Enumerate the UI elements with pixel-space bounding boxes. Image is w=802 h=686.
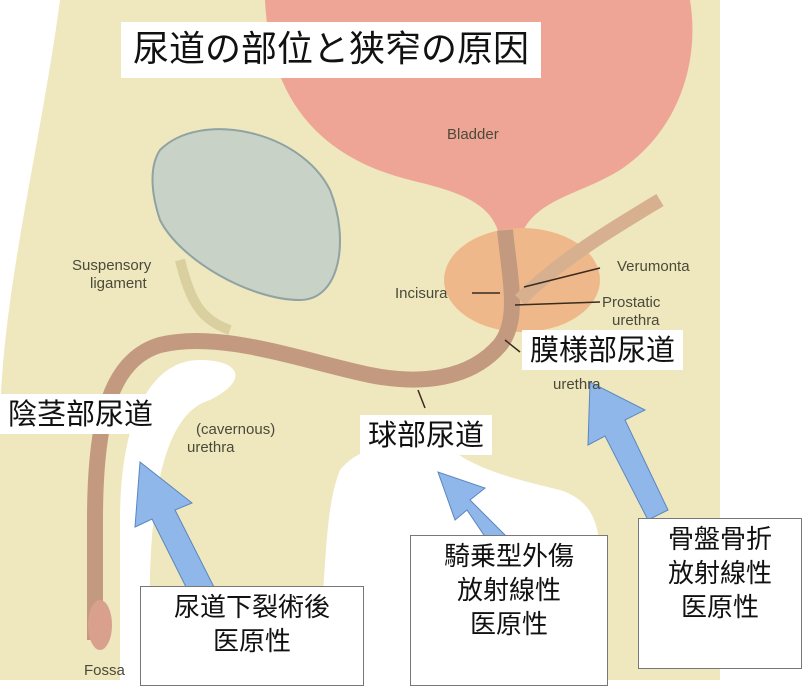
region-label-penile: 陰茎部尿道 (0, 394, 162, 434)
cause-item: 放射線性 (667, 559, 772, 589)
page-title: 尿道の部位と狭窄の原因 (121, 22, 542, 78)
cause-box-membranous: 骨盤骨折 放射線性 医原性 (638, 518, 802, 669)
arrow-membranous (587, 381, 669, 521)
cause-item: 医原性 (212, 627, 291, 657)
label-membranous-urethra: urethra (553, 376, 601, 393)
cause-item: 放射線性 (456, 576, 561, 606)
pubic-bone (151, 128, 341, 302)
cause-item: 医原性 (469, 610, 548, 640)
prostate (444, 228, 600, 332)
ejaculatory-duct (515, 193, 664, 305)
label-bladder: Bladder (447, 126, 499, 143)
label-fossa: Fossa (84, 662, 125, 679)
cause-item: 騎乗型外傷 (443, 542, 574, 572)
fossa-navicularis (88, 600, 112, 650)
label-prostatic: Prostatic (602, 294, 661, 311)
suspensory-ligament (175, 258, 232, 335)
cause-item: 骨盤骨折 (667, 525, 772, 555)
label-suspensory: Suspensory (72, 257, 152, 274)
cause-item: 尿道下裂術後 (173, 593, 330, 623)
label-incisura: Incisura (395, 285, 448, 302)
label-prostatic-urethra: urethra (612, 312, 660, 329)
region-label-bulbar: 球部尿道 (360, 415, 493, 455)
cause-box-penile: 尿道下裂術後 医原性 (140, 586, 364, 686)
cause-item: 医原性 (680, 593, 759, 623)
label-cavernous-urethra: urethra (187, 439, 235, 456)
label-cavernous: (cavernous) (196, 421, 276, 438)
region-label-membranous: 膜様部尿道 (522, 330, 684, 370)
label-verumontanum: Verumonta (617, 258, 690, 275)
label-ligament: ligament (90, 275, 147, 292)
urethra (87, 229, 520, 640)
cause-box-bulbar: 騎乗型外傷 放射線性 医原性 (410, 535, 608, 686)
